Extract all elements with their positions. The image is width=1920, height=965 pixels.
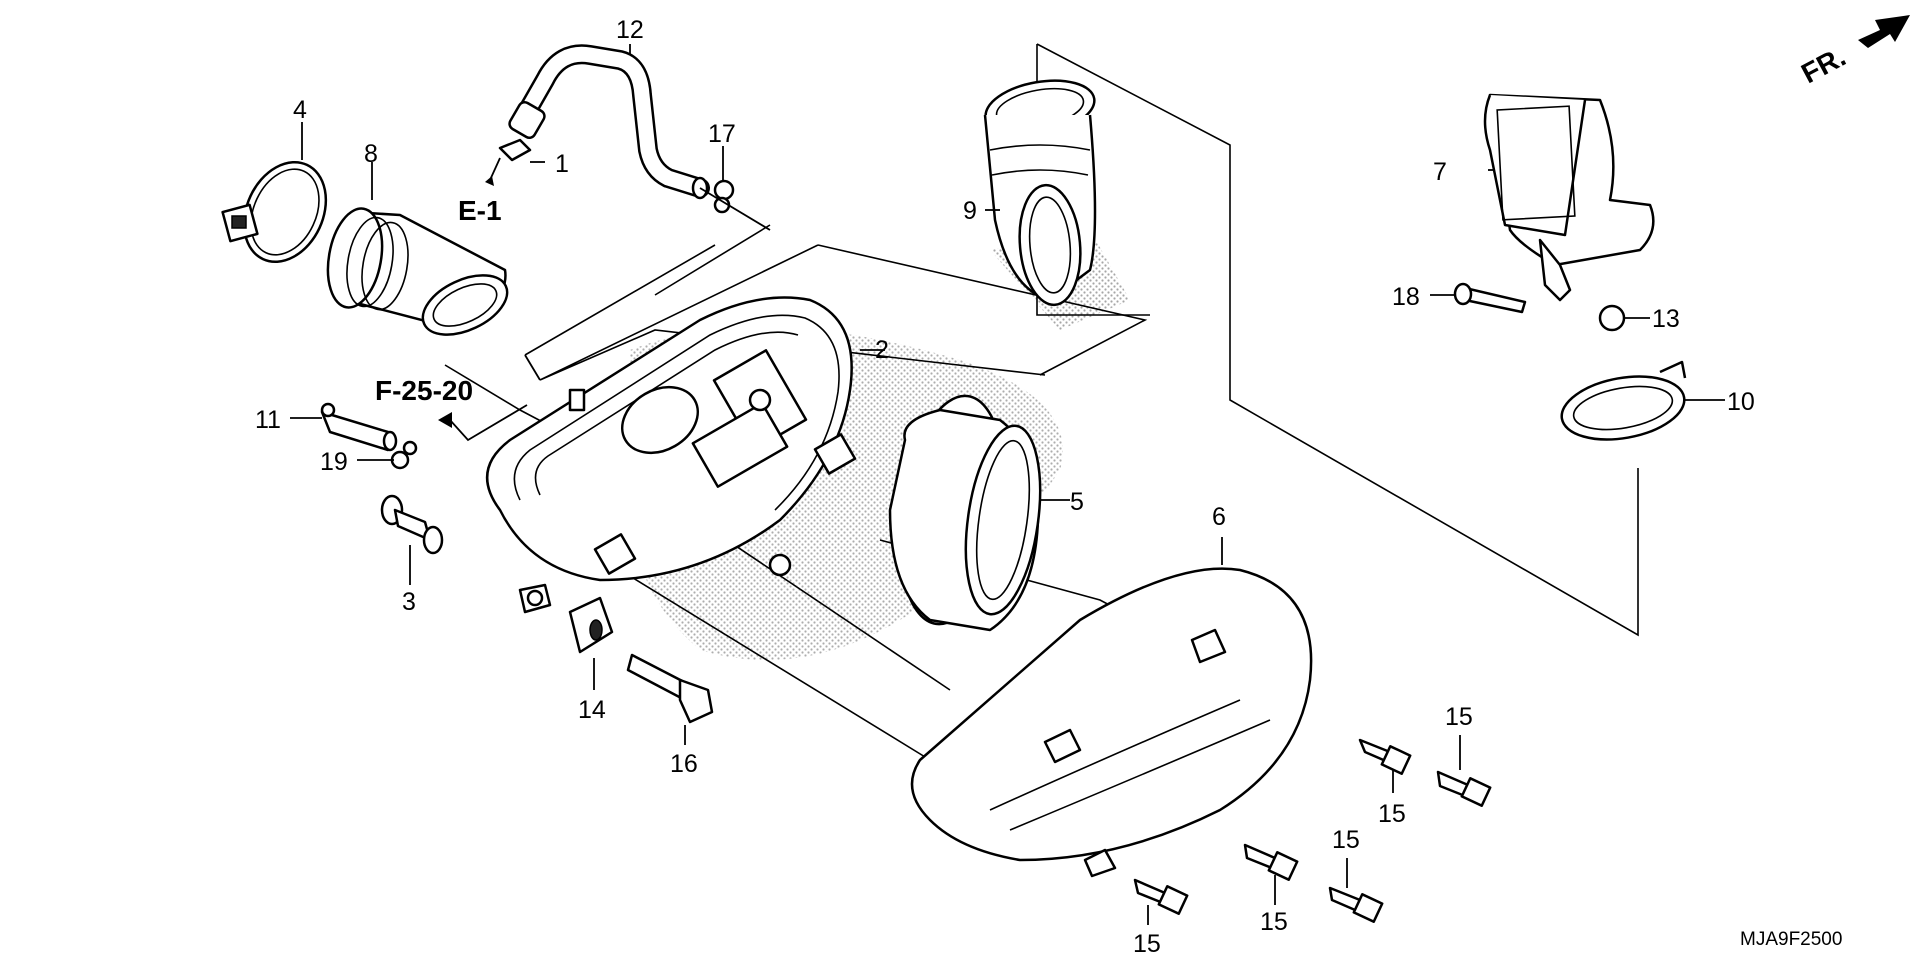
callout-numbers: 4 8 12 1 17 2 9 11 19 3 5 6 7 18 13 10 1… bbox=[255, 16, 1755, 958]
diagram-code: MJA9F2500 bbox=[1740, 929, 1842, 950]
callout-15e: 15 bbox=[1133, 930, 1161, 958]
part-12-tube bbox=[508, 44, 710, 200]
callout-12: 12 bbox=[616, 16, 644, 44]
part-1-clip bbox=[485, 138, 532, 186]
callout-5: 5 bbox=[1070, 488, 1084, 516]
part-7-duct bbox=[1483, 93, 1655, 302]
callout-14: 14 bbox=[578, 696, 606, 724]
callout-10: 10 bbox=[1727, 388, 1755, 416]
part-11-tube bbox=[320, 402, 398, 452]
callout-4: 4 bbox=[293, 96, 307, 124]
reference-e-1: E-1 bbox=[458, 195, 502, 226]
callout-3: 3 bbox=[402, 588, 416, 616]
part-2-case bbox=[485, 296, 857, 614]
callout-15a: 15 bbox=[1445, 703, 1473, 731]
callout-11: 11 bbox=[255, 406, 281, 434]
callout-leaders bbox=[290, 44, 1725, 925]
callout-7: 7 bbox=[1433, 158, 1447, 186]
part-3-grommet bbox=[380, 494, 444, 555]
part-4-clamp bbox=[221, 160, 328, 264]
part-13-nut bbox=[1598, 304, 1626, 332]
part-17-clip bbox=[713, 179, 735, 214]
callout-19: 19 bbox=[320, 448, 348, 476]
reference-f-25-20: F-25-20 bbox=[375, 375, 473, 406]
front-arrow-icon: FR. bbox=[1796, 15, 1910, 89]
part-14-grommet bbox=[568, 596, 614, 654]
callout-8: 8 bbox=[364, 140, 378, 168]
callout-15d: 15 bbox=[1260, 908, 1288, 936]
callout-15c: 15 bbox=[1332, 826, 1360, 854]
callout-16: 16 bbox=[670, 750, 698, 778]
part-9-duct bbox=[983, 79, 1097, 307]
callout-2: 2 bbox=[875, 336, 889, 364]
front-marker: FR. bbox=[1796, 41, 1850, 90]
callout-6: 6 bbox=[1212, 503, 1226, 531]
part-8-boot bbox=[326, 207, 509, 336]
part-19-clip bbox=[390, 440, 418, 470]
callout-15b: 15 bbox=[1378, 800, 1406, 828]
callout-13: 13 bbox=[1652, 305, 1680, 333]
part-16-bolt bbox=[626, 653, 714, 724]
callout-9: 9 bbox=[963, 197, 977, 225]
part-18-screw bbox=[1453, 282, 1527, 314]
callout-18: 18 bbox=[1392, 283, 1420, 311]
part-5-filter bbox=[888, 394, 1042, 632]
part-6-cover bbox=[910, 567, 1313, 878]
reference-leaders bbox=[438, 187, 771, 442]
callout-17: 17 bbox=[708, 120, 736, 148]
callout-1: 1 bbox=[555, 150, 569, 178]
part-15-bolts bbox=[1133, 738, 1492, 923]
part-10-seal bbox=[1560, 360, 1687, 441]
